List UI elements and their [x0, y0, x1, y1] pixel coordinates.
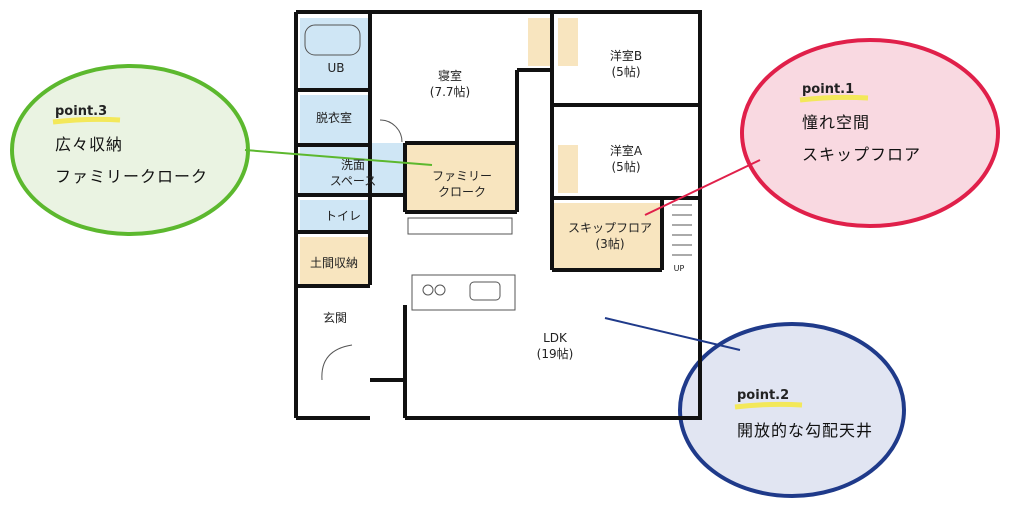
callout-point3-line1: 広々収納	[55, 135, 124, 154]
room-bedroom-name: 寝室	[437, 69, 462, 83]
callout-point3-text: 広々収納 ファミリークローク	[55, 134, 208, 188]
room-bedroom-size: (7.7帖)	[429, 85, 471, 99]
room-skip-floor-size: (3帖)	[595, 237, 625, 251]
room-ub: UB	[327, 61, 345, 75]
callout-point1-line1: 憧れ空間	[802, 113, 871, 132]
room-ldk: LDK (19帖)	[530, 330, 580, 362]
room-western-b-size: (5帖)	[611, 65, 641, 79]
room-toilet: トイレ	[324, 209, 361, 223]
room-ldk-size: (19帖)	[536, 347, 574, 361]
callout-point1-line2: スキップフロア	[802, 145, 922, 164]
leader-point2	[604, 317, 741, 351]
callout-point3-tag: point.3	[55, 104, 108, 119]
room-bedroom: 寝室 (7.7帖)	[415, 68, 485, 100]
room-dressing: 脱衣室	[315, 111, 352, 125]
room-ldk-name: LDK	[543, 331, 567, 345]
room-western-b: 洋室B (5帖)	[596, 48, 656, 80]
stair-up-label: UP	[673, 264, 685, 273]
room-western-a: 洋室A (5帖)	[596, 143, 656, 175]
room-family-closet-line1: ファミリー	[431, 169, 492, 183]
callout-point2-tag: point.2	[737, 388, 790, 403]
callout-point2-line1: 開放的な勾配天井	[737, 421, 874, 440]
room-western-b-name: 洋室B	[609, 49, 643, 63]
room-western-a-name: 洋室A	[609, 144, 643, 158]
callout-point1-tag: point.1	[802, 82, 855, 97]
room-washroom-line2: スペース	[329, 174, 377, 188]
room-washroom: 洗面 スペース	[318, 157, 388, 189]
room-family-closet-line2: クローク	[437, 185, 486, 199]
leader-point3	[244, 149, 433, 166]
room-entrance: 玄関	[322, 311, 347, 325]
room-doma-storage: 土間収納	[309, 256, 358, 270]
room-skip-floor-name: スキップフロア	[567, 221, 652, 235]
callout-bubble-point2	[678, 322, 906, 498]
room-washroom-line1: 洗面	[340, 158, 365, 172]
callout-bubble-point1	[740, 38, 1000, 228]
room-western-a-size: (5帖)	[611, 160, 641, 174]
room-family-closet: ファミリー クローク	[420, 168, 504, 200]
room-skip-floor: スキップフロア (3帖)	[560, 220, 660, 252]
callout-point2-text: 開放的な勾配天井	[737, 420, 873, 442]
leader-point1	[644, 159, 761, 216]
callout-point1-text: 憧れ空間 スキップフロア	[802, 112, 921, 166]
callout-point3-line2: ファミリークローク	[55, 167, 209, 186]
